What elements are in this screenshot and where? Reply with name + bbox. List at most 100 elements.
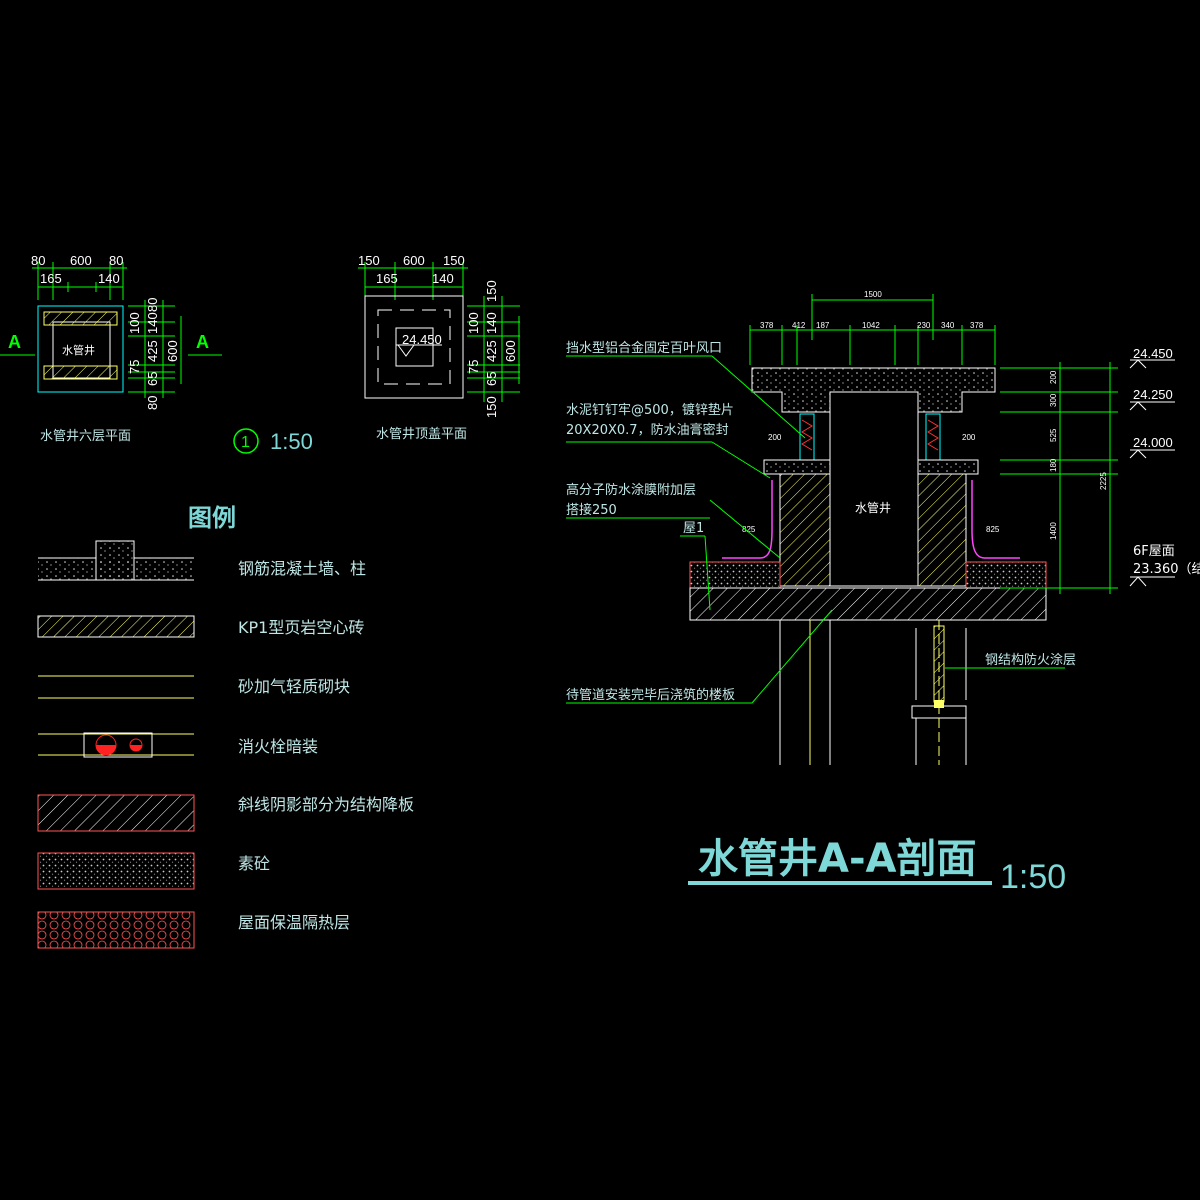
plan-2-sdim-1: 140 bbox=[484, 312, 499, 334]
section-wall-left bbox=[779, 473, 831, 587]
plan-2-dashed-cover bbox=[377, 309, 451, 385]
callout-slab: 待管道安装完毕后浇筑的楼板 bbox=[566, 687, 735, 703]
section-sub-dim-3: 1042 bbox=[862, 321, 880, 330]
legend-swatch-hydrant bbox=[38, 732, 194, 758]
section-cap-slab bbox=[751, 367, 996, 413]
legend-swatch-dropslab bbox=[37, 794, 195, 832]
section-column-left bbox=[779, 620, 831, 765]
section-ring-beam-right bbox=[917, 459, 979, 475]
callout-waterproof: 高分子防水涂膜附加层 bbox=[566, 482, 696, 498]
legend: 图例 钢筋混凝土墙、柱 KP1型页岩空心砖 砂加气轻质砌块 bbox=[37, 504, 414, 949]
legend-label-plain-concrete: 素砼 bbox=[238, 854, 270, 873]
section-louver-right bbox=[925, 413, 941, 461]
plan-1-sdim-5: 65 bbox=[145, 372, 160, 386]
detail-index-scale: 1:50 bbox=[270, 429, 313, 454]
section-aa: 1500 378 412 187 1042 230 340 378 水管井 bbox=[566, 290, 1200, 896]
plan-1-sdim-3: 425 bbox=[145, 340, 160, 362]
plan-1-section-mark-right: A bbox=[196, 332, 209, 352]
legend-swatch-kp1 bbox=[37, 615, 195, 638]
callout-washer: 20X20X0.7，防水油膏密封 bbox=[566, 422, 729, 438]
legend-swatch-plain-concrete bbox=[37, 852, 195, 890]
section-louver-left bbox=[799, 413, 815, 461]
section-vdim-0: 200 bbox=[1049, 370, 1058, 384]
plan-1-sdim-2: 100 bbox=[127, 312, 142, 334]
plan-2-dim-600: 600 bbox=[403, 253, 425, 268]
plan-1-sdim-6: 80 bbox=[145, 396, 160, 410]
legend-label-rc: 钢筋混凝土墙、柱 bbox=[238, 559, 366, 578]
plan-1-dim-140: 140 bbox=[98, 271, 120, 286]
plan-2-dim-lines bbox=[358, 262, 520, 402]
section-wall-right bbox=[917, 473, 967, 587]
section-right-dim-lines bbox=[1000, 362, 1118, 594]
section-small-dim-3: 825 bbox=[986, 525, 1000, 534]
plan-1-section-mark-left: A bbox=[8, 332, 21, 352]
plan-2-dim-140: 140 bbox=[432, 271, 454, 286]
callout-lap: 搭接250 bbox=[566, 502, 617, 518]
plan-2-overall-600: 600 bbox=[503, 340, 518, 362]
section-vdim-5: 2225 bbox=[1099, 472, 1108, 490]
section-waterproof-right bbox=[971, 480, 1020, 559]
plan-2-side-dim-text: 150 140 100 425 75 65 150 600 bbox=[466, 280, 518, 418]
level-23360: 23.360（结） bbox=[1133, 562, 1200, 577]
section-sub-dim-4: 230 bbox=[917, 321, 931, 330]
plan-1-outer-wall bbox=[37, 305, 124, 393]
section-top-dim-lines bbox=[749, 294, 996, 365]
plan-1-dim-lines bbox=[0, 262, 222, 398]
section-small-dim-0: 200 bbox=[768, 433, 782, 442]
plan-2-caption: 水管井顶盖平面 bbox=[376, 427, 467, 442]
plan-1-dim-165: 165 bbox=[40, 271, 62, 286]
plan-2-sdim-6: 150 bbox=[484, 396, 499, 418]
section-dim-1500: 1500 bbox=[864, 290, 882, 299]
legend-label-dropslab: 斜线阴影部分为结构降板 bbox=[238, 795, 414, 814]
plan-2-sdim-0: 150 bbox=[484, 280, 499, 302]
section-sub-dim-0: 378 bbox=[760, 321, 774, 330]
callout-nail: 水泥钉钉牢@500，镀锌垫片 bbox=[566, 402, 734, 418]
plan-1-dim-80-right: 80 bbox=[109, 253, 123, 268]
plan-1-overall-600: 600 bbox=[165, 340, 180, 362]
plan-1-dim-600: 600 bbox=[70, 253, 92, 268]
plan-1-caption: 水管井六层平面 bbox=[40, 429, 131, 444]
plan-2-outer bbox=[364, 295, 464, 399]
plan-2-group: 150 600 150 165 140 150 140 100 425 75 6… bbox=[358, 253, 520, 442]
section-sub-dim-2: 187 bbox=[816, 321, 830, 330]
section-sub-dim-5: 340 bbox=[941, 321, 955, 330]
callout-roof1: 屋1 bbox=[683, 521, 704, 536]
section-insulation-right bbox=[965, 561, 1047, 589]
plan-1-bottom-beam bbox=[43, 365, 118, 380]
legend-label-kp1: KP1型页岩空心砖 bbox=[238, 618, 364, 637]
plan-1-top-beam bbox=[43, 311, 118, 326]
section-vdim-1: 300 bbox=[1049, 393, 1058, 407]
legend-label-insulation: 屋面保温隔热层 bbox=[238, 913, 350, 932]
detail-index: 1 1:50 bbox=[233, 428, 313, 454]
section-vdim-3: 180 bbox=[1049, 458, 1058, 472]
section-callout-leaders bbox=[566, 355, 1065, 704]
section-small-dim-1: 200 bbox=[962, 433, 976, 442]
plan-2-dim-150-right: 150 bbox=[443, 253, 465, 268]
section-roof-slab bbox=[689, 587, 1047, 621]
plan-1-sdim-0: 80 bbox=[145, 298, 160, 312]
legend-title: 图例 bbox=[188, 504, 236, 532]
legend-swatch-rc bbox=[38, 540, 194, 581]
legend-label-hydrant: 消火栓暗装 bbox=[238, 737, 318, 756]
plan-2-inner bbox=[395, 327, 434, 367]
plan-2-top-dim-text: 150 600 150 165 140 bbox=[358, 253, 465, 286]
callout-louver: 挡水型铝合金固定百叶风口 bbox=[566, 340, 722, 356]
level-24000: 24.000 bbox=[1133, 435, 1173, 450]
section-title: 水管井A-A剖面 bbox=[698, 836, 977, 882]
plan-2-sdim-2: 100 bbox=[466, 312, 481, 334]
section-scale: 1:50 bbox=[1000, 858, 1066, 896]
section-ring-beam-left bbox=[763, 459, 831, 475]
legend-swatch-aerated bbox=[38, 675, 194, 699]
plan-2-level-mark bbox=[397, 344, 415, 357]
legend-swatch-insulation bbox=[37, 911, 195, 949]
level-6f-roof: 6F屋面 bbox=[1133, 544, 1175, 559]
detail-index-circle bbox=[233, 428, 259, 454]
plan-1-top-dim-text: 80 600 80 165 140 bbox=[31, 253, 123, 286]
section-steel-column bbox=[911, 620, 967, 765]
plan-2-dim-165: 165 bbox=[376, 271, 398, 286]
section-sub-dim-6: 378 bbox=[970, 321, 984, 330]
plan-2-sdim-5: 65 bbox=[484, 372, 499, 386]
section-vdim-2: 525 bbox=[1049, 428, 1058, 442]
plan-1-group: 80 600 80 165 140 80 140 100 425 75 65 8… bbox=[0, 253, 222, 444]
